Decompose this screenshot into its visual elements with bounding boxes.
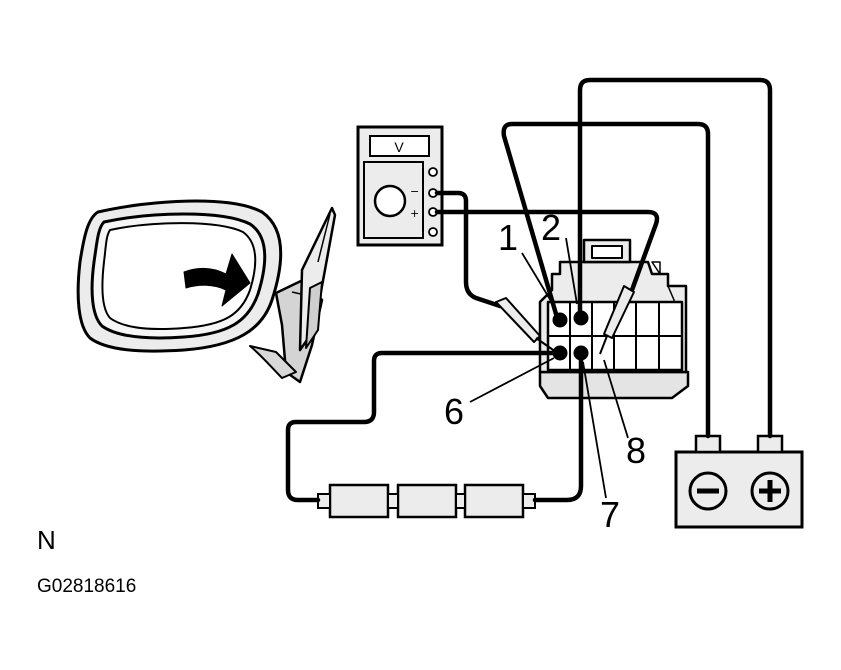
wire-meter-negative [434,190,503,309]
voltmeter-range-dial [373,184,407,218]
pin-label-2: 2 [541,207,561,248]
mirror-direction-arrow [183,253,251,307]
pin-label-1: 1 [498,217,518,258]
test-lamp-chain [317,483,536,519]
voltmeter-jack-1 [428,167,438,177]
probe-negative [495,297,541,343]
voltmeter-display [369,135,430,157]
figure-id: G02818616 [37,576,136,597]
wire-meter-positive [434,209,660,293]
probe-positive [603,285,635,339]
voltmeter-display-label: V [394,139,404,155]
terminal-1 [552,312,568,328]
battery-positive-post [756,434,784,454]
pin-label-7: 7 [600,494,620,535]
wire-battery-negative [501,121,711,439]
tester-probes [495,285,635,355]
voltmeter-minus-sign: − [410,185,419,198]
outside-mirror-illustration [76,199,337,384]
voltmeter-plus-sign: + [410,207,419,220]
wire-terminal-6 [285,350,559,503]
voltmeter-jack-4 [428,227,438,237]
wire-terminal-7 [532,354,584,503]
leader-lines [469,237,629,499]
battery [674,434,804,529]
battery-negative-post [694,434,722,454]
pin-label-8: 8 [626,430,646,471]
wiring [285,77,773,503]
wire-battery-positive [577,77,773,439]
voltmeter: V − + [356,125,444,247]
view-code: N [37,525,56,555]
pin-label-6: 6 [444,391,464,432]
